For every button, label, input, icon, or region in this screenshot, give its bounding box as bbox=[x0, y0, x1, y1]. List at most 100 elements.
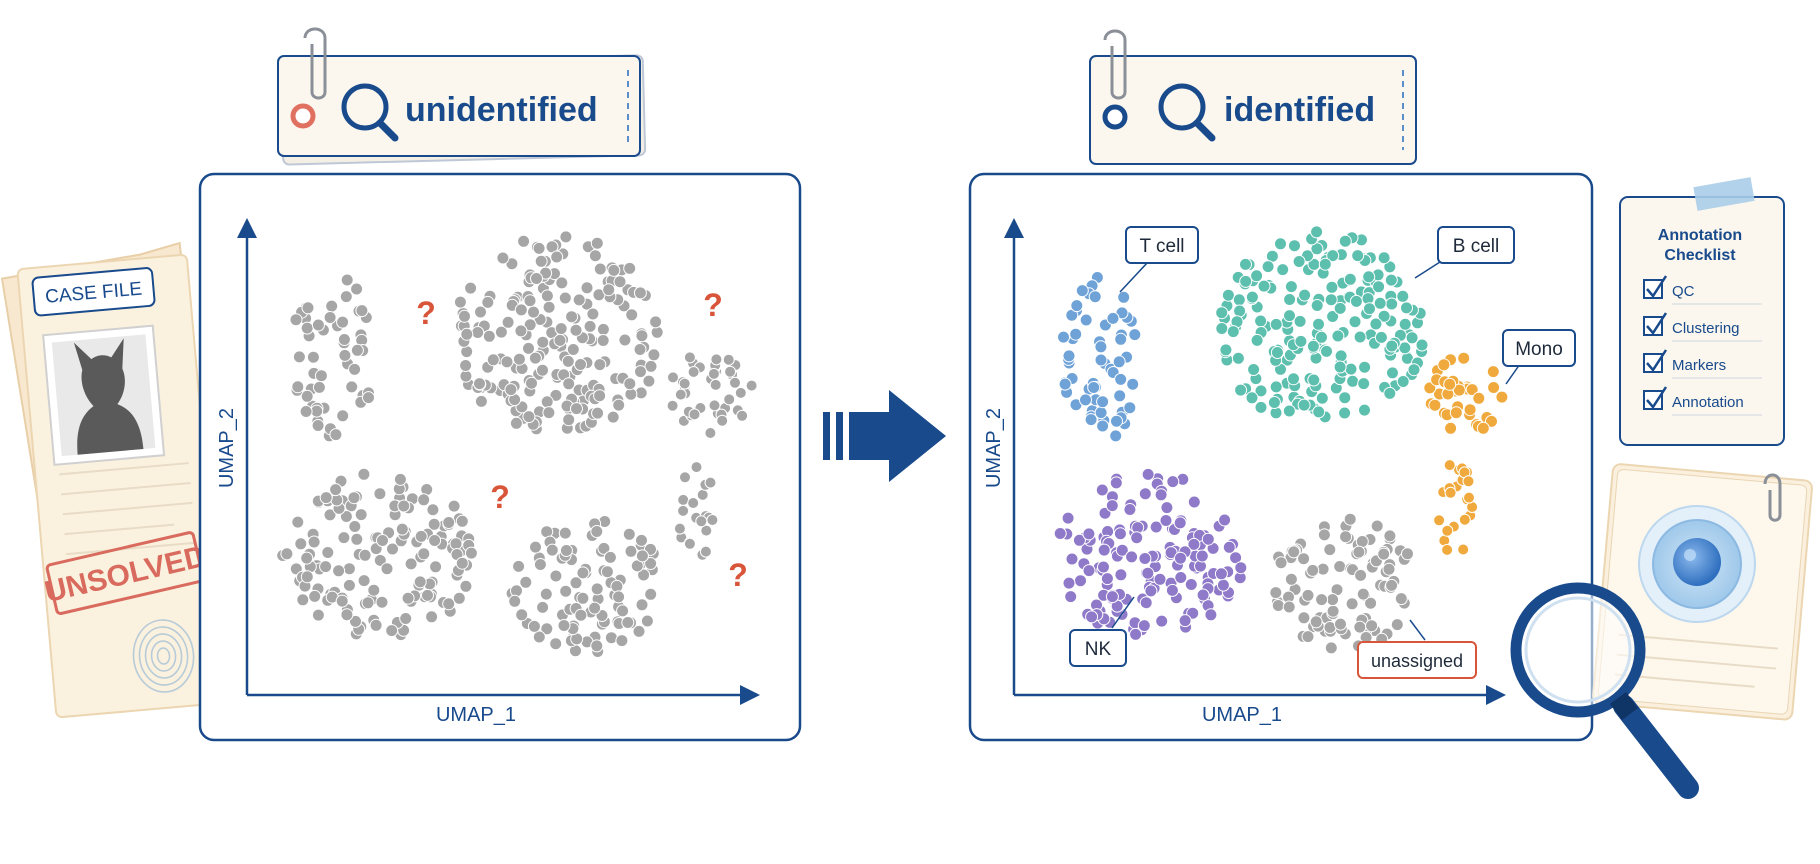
left-cluster-2-point bbox=[496, 251, 510, 265]
bcell-point bbox=[1331, 329, 1345, 343]
left-cluster-3-point bbox=[723, 393, 736, 406]
left-cluster-1-point bbox=[292, 350, 306, 364]
nk-point bbox=[1159, 514, 1173, 527]
identified-tag-label: identified bbox=[1224, 91, 1375, 129]
fingerprint-icon bbox=[132, 619, 195, 693]
bcell-point bbox=[1257, 279, 1271, 293]
left-cluster-5-point bbox=[512, 559, 526, 573]
nk-point bbox=[1125, 550, 1139, 564]
left-cluster-3-point bbox=[683, 351, 696, 364]
left-cluster-5-point bbox=[588, 601, 602, 615]
nk-point bbox=[1138, 487, 1152, 501]
bcell-point bbox=[1325, 280, 1339, 294]
left-cluster-2-point bbox=[562, 413, 576, 427]
checklist-item-label: Markers bbox=[1672, 357, 1726, 374]
bcell-point bbox=[1312, 405, 1326, 419]
nk-point bbox=[1166, 475, 1180, 489]
mono-point bbox=[1465, 383, 1479, 397]
left-cluster-5-point bbox=[540, 622, 554, 636]
left-cluster-4-point bbox=[342, 562, 356, 576]
left-cluster-1-point bbox=[311, 419, 325, 432]
left-cluster-2-point bbox=[583, 319, 597, 333]
tag-hole-icon bbox=[290, 103, 316, 129]
tcell-point bbox=[1094, 340, 1108, 354]
unassigned-point bbox=[1365, 619, 1379, 633]
bcell-point bbox=[1239, 274, 1253, 288]
bcell-point bbox=[1254, 400, 1268, 414]
left-cluster-4-point bbox=[300, 551, 314, 565]
left-cluster-5-point bbox=[615, 634, 629, 648]
left-cluster-5-point bbox=[519, 575, 533, 589]
nk-point bbox=[1178, 614, 1192, 628]
transition-arrow bbox=[823, 390, 946, 482]
left-cluster-1-point bbox=[291, 380, 305, 394]
left-cluster-5-point bbox=[603, 550, 617, 564]
left-cluster-5-point bbox=[635, 533, 648, 547]
bcell-point bbox=[1250, 333, 1264, 347]
label-leader-lines bbox=[1111, 261, 1521, 641]
left-cluster-5-point bbox=[590, 582, 604, 596]
tcell-point bbox=[1094, 353, 1108, 367]
tcell-point bbox=[1109, 429, 1123, 443]
nk-point bbox=[1173, 516, 1187, 530]
nk-point bbox=[1149, 520, 1163, 534]
bcell-point bbox=[1405, 331, 1419, 345]
unassigned-point bbox=[1401, 547, 1414, 561]
left-cluster-4-point bbox=[367, 583, 381, 597]
bcell-point bbox=[1267, 396, 1281, 409]
bcell-point bbox=[1245, 290, 1259, 304]
left-cluster-5-point bbox=[624, 544, 638, 558]
checklist-item-label: Annotation bbox=[1672, 394, 1744, 411]
bcell-point bbox=[1374, 330, 1388, 344]
left-cluster-4-point bbox=[329, 483, 343, 497]
cell-image-card bbox=[1592, 463, 1813, 721]
left-cluster-6-point bbox=[696, 488, 709, 501]
mono-lower-point bbox=[1441, 524, 1454, 537]
left-cluster-5-point bbox=[558, 526, 572, 540]
unassigned-point bbox=[1333, 560, 1347, 573]
left-cluster-5-point bbox=[559, 584, 573, 598]
left-cluster-5-point bbox=[590, 639, 604, 653]
bcell-point bbox=[1320, 344, 1333, 358]
left-cluster-2-point bbox=[530, 272, 543, 285]
unassigned-point bbox=[1269, 586, 1283, 600]
left-cluster-4-point bbox=[413, 575, 427, 589]
case-file-title-box: CASE FILE bbox=[31, 267, 156, 317]
left-cluster-5-point bbox=[539, 587, 553, 601]
left-cluster-6-point bbox=[679, 471, 691, 484]
nk-point bbox=[1214, 567, 1228, 581]
left-cluster-5-point bbox=[612, 590, 626, 604]
tcell-point bbox=[1110, 414, 1123, 428]
bcell-point bbox=[1247, 363, 1261, 376]
nk-point bbox=[1109, 476, 1123, 490]
bcell-point bbox=[1233, 304, 1247, 318]
unassigned-point bbox=[1382, 562, 1396, 576]
nk-point bbox=[1201, 532, 1215, 546]
left-cluster-4-point bbox=[442, 516, 456, 529]
left-cluster-2-point bbox=[473, 377, 486, 391]
tcell-point bbox=[1079, 393, 1092, 407]
unassigned-point bbox=[1301, 588, 1315, 602]
left-cluster-4-point bbox=[369, 618, 383, 632]
left-cluster-2-point bbox=[527, 305, 540, 319]
bcell-point bbox=[1415, 338, 1429, 352]
left-cluster-3-point bbox=[716, 414, 729, 427]
mono-point bbox=[1449, 406, 1463, 420]
left-cluster-4-point bbox=[447, 499, 461, 513]
left-cluster-4-point bbox=[361, 596, 375, 610]
bcell-point bbox=[1407, 363, 1421, 377]
unassigned-point bbox=[1353, 620, 1367, 634]
bcell-point bbox=[1298, 288, 1312, 302]
left-cluster-5-point bbox=[574, 608, 588, 622]
left-cluster-4-point bbox=[311, 608, 325, 622]
left-cluster-5-point bbox=[515, 608, 529, 622]
mono-lower-point bbox=[1433, 514, 1446, 527]
left-cluster-2-point bbox=[525, 376, 538, 390]
nk-point bbox=[1113, 527, 1127, 541]
left-cluster-5-point bbox=[637, 568, 651, 582]
bcell-point bbox=[1307, 373, 1321, 387]
left-cluster-5-point bbox=[549, 569, 563, 583]
bcell-point bbox=[1234, 383, 1248, 397]
question-mark-4: ? bbox=[728, 557, 748, 593]
left-cluster-4-point bbox=[399, 612, 413, 625]
